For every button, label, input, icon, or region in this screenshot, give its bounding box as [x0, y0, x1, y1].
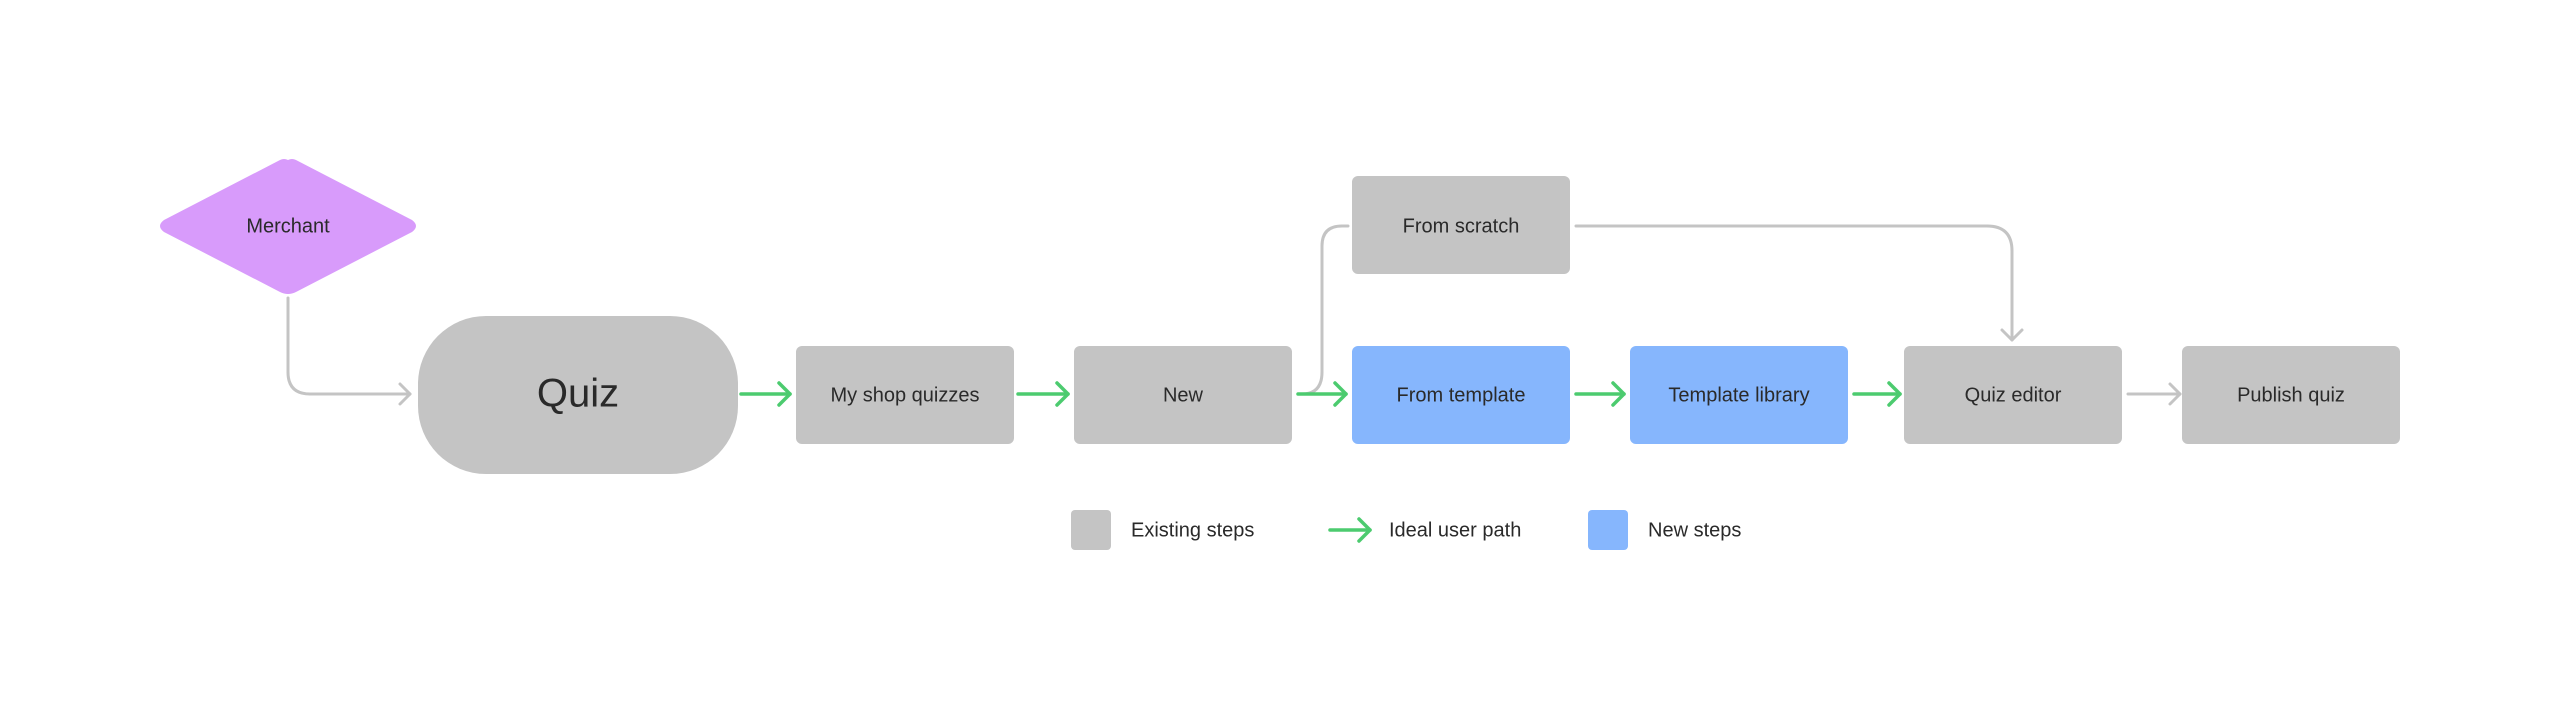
- step-box: [1352, 176, 1570, 274]
- connector-line: [286, 296, 412, 396]
- edge-from-scratch-to-quiz-editor: [1574, 224, 2024, 342]
- legend-swatch-new: [1588, 510, 1628, 550]
- connector-line: [1300, 224, 1350, 396]
- arrow-right-icon: [1328, 517, 1372, 543]
- node-from-template[interactable]: From template: [1352, 346, 1570, 444]
- legend-swatch-existing: [1071, 510, 1111, 550]
- arrow-head-icon: [777, 381, 792, 407]
- step-box: [796, 346, 1014, 444]
- node-template-library[interactable]: Template library: [1630, 346, 1848, 444]
- legend-ideal-user-path: Ideal user path: [1328, 517, 1521, 543]
- node-label: Quiz editor: [1965, 384, 2062, 406]
- node-label: My shop quizzes: [831, 384, 980, 406]
- arrow-head-icon: [2000, 328, 2024, 342]
- edge-new-to-from-template: [1296, 381, 1348, 407]
- node-quiz-editor[interactable]: Quiz editor: [1904, 346, 2122, 444]
- step-box: [1630, 346, 1848, 444]
- step-box: [2182, 346, 2400, 444]
- node-label: From scratch: [1403, 215, 1520, 237]
- legend-label: Existing steps: [1131, 519, 1254, 541]
- legend: Existing steps Ideal user path New steps: [1071, 510, 1741, 550]
- arrow-head-icon: [1887, 381, 1902, 407]
- node-new[interactable]: New: [1074, 346, 1292, 444]
- node-label: New: [1163, 384, 1204, 406]
- legend-label: Ideal user path: [1389, 519, 1521, 541]
- arrow-head-icon: [398, 382, 412, 406]
- arrow-head-icon: [1333, 381, 1348, 407]
- node-label: Publish quiz: [2237, 384, 2345, 406]
- connector-line: [1574, 224, 2014, 342]
- legend-existing-steps: Existing steps: [1071, 510, 1254, 550]
- node-label: Template library: [1668, 384, 1809, 406]
- node-merchant[interactable]: Merchant: [160, 159, 416, 294]
- ideal-path-arrows: [739, 381, 1902, 407]
- step-box: [1904, 346, 2122, 444]
- node-label: Quiz: [537, 372, 619, 416]
- edge-quiz-to-my-shop-quizzes: [739, 381, 792, 407]
- edge-quiz-editor-to-publish-quiz: [2126, 382, 2182, 406]
- edge-new-to-from-scratch: [1300, 224, 1350, 396]
- node-my-shop-quizzes[interactable]: My shop quizzes: [796, 346, 1014, 444]
- step-box: [1074, 346, 1292, 444]
- node-from-scratch[interactable]: From scratch: [1352, 176, 1570, 274]
- node-quiz[interactable]: Quiz: [418, 316, 738, 474]
- arrow-head-icon: [1055, 381, 1070, 407]
- pill-shape: [418, 316, 738, 474]
- edge-merchant-to-quiz: [286, 296, 412, 406]
- legend-new-steps: New steps: [1588, 510, 1741, 550]
- diamond-shape: [160, 159, 416, 294]
- arrow-head-icon: [2168, 382, 2182, 406]
- edge-my-shop-quizzes-to-new: [1016, 381, 1070, 407]
- legend-label: New steps: [1648, 519, 1741, 541]
- connector-lines: [286, 224, 2182, 406]
- node-label: From template: [1397, 384, 1526, 406]
- arrow-head-icon: [1611, 381, 1626, 407]
- step-box: [1352, 346, 1570, 444]
- edge-from-template-to-template-library: [1574, 381, 1626, 407]
- node-publish-quiz[interactable]: Publish quiz: [2182, 346, 2400, 444]
- node-label: Merchant: [246, 215, 330, 237]
- edge-template-library-to-quiz-editor: [1852, 381, 1902, 407]
